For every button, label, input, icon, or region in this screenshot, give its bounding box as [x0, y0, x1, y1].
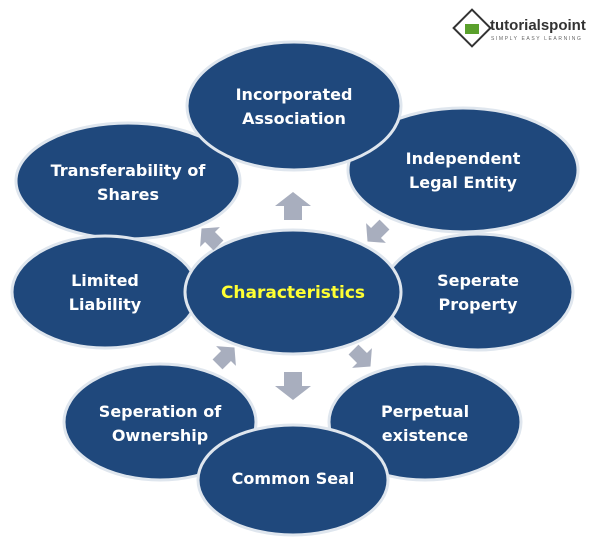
arrow-up-icon: [275, 192, 311, 220]
arrow-upright-icon: [366, 219, 390, 243]
node-label: existence: [382, 426, 469, 445]
center-label: Characteristics: [221, 283, 365, 303]
center-node: Characteristics: [183, 228, 403, 356]
node-label: Association: [242, 109, 346, 128]
arrow-down-icon: [275, 372, 311, 400]
node-label: Ownership: [112, 426, 208, 445]
node-transferability: Transferability of Shares: [14, 121, 242, 241]
node-label: Independent: [406, 149, 521, 168]
node-label: Liability: [69, 295, 142, 314]
node-label: Property: [439, 295, 518, 314]
arrow-upleft-icon: [200, 227, 224, 251]
node-label: Perpetual: [381, 402, 469, 421]
node-seperation: Seperation of Ownership: [62, 362, 258, 482]
node-label: Seperation of: [99, 402, 222, 421]
node-label: Seperate: [437, 271, 519, 290]
node-seperate: Seperate Property: [381, 232, 575, 352]
node-limited: Limited Liability: [10, 234, 200, 350]
node-label: Shares: [97, 185, 159, 204]
arrows: [200, 192, 390, 400]
node-seal: Common Seal: [196, 423, 390, 537]
arrow-downleft-icon: [212, 346, 236, 370]
node-label: Limited: [71, 271, 139, 290]
logo-tagline: SIMPLY EASY LEARNING: [491, 36, 582, 42]
node-label: Incorporated: [236, 85, 353, 104]
tutorialspoint-logo: tutorialspoint SIMPLY EASY LEARNING: [452, 8, 586, 48]
node-independent: Independent Legal Entity: [346, 106, 580, 234]
node-label: Transferability of: [51, 161, 207, 180]
node-perpetual: Perpetual existence: [327, 362, 523, 482]
node-label: Common Seal: [232, 469, 355, 488]
node-incorporated: Incorporated Association: [185, 40, 403, 172]
arrow-downright-icon: [348, 344, 372, 368]
node-label: Legal Entity: [409, 173, 517, 192]
logo-name: tutorialspoint: [490, 17, 586, 34]
